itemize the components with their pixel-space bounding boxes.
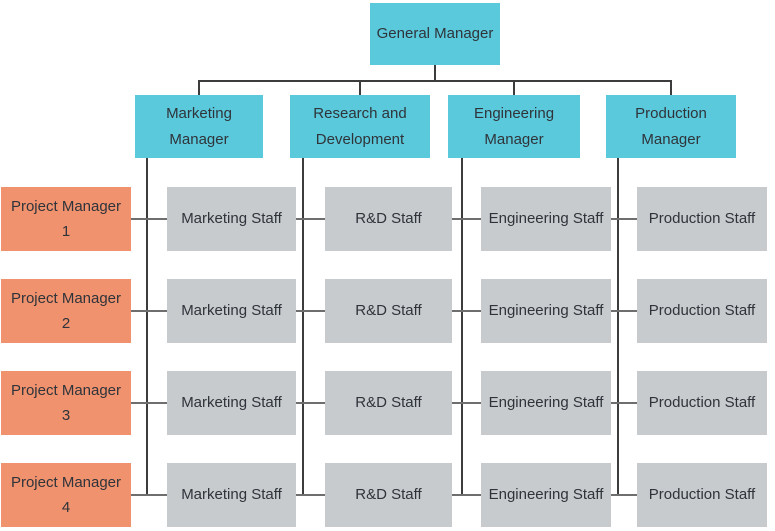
project-manager-label: Project Manager 3	[10, 381, 122, 425]
manager-label: Research and Development	[313, 105, 407, 148]
manager-box-marketing: Marketing Manager	[135, 95, 263, 158]
connector-column-engineering	[461, 158, 463, 496]
staff-label: Marketing Staff	[181, 210, 282, 228]
connector-column-rnd	[302, 158, 304, 496]
project-manager-label: Project Manager 4	[10, 473, 122, 517]
staff-label: Production Staff	[648, 210, 756, 228]
project-manager-label: Project Manager 2	[10, 289, 122, 333]
staff-box-2-marketing: Marketing Staff	[167, 279, 296, 343]
staff-label: R&D Staff	[355, 210, 422, 228]
project-manager-label: Project Manager 1	[10, 197, 122, 241]
staff-box-4-engineering: Engineering Staff	[481, 463, 611, 527]
staff-label: Marketing Staff	[181, 486, 282, 504]
staff-box-3-production: Production Staff	[637, 371, 767, 435]
connector-column-marketing	[146, 158, 148, 496]
staff-box-3-engineering: Engineering Staff	[481, 371, 611, 435]
staff-box-1-rnd: R&D Staff	[325, 187, 452, 251]
project-manager-box-3: Project Manager 3	[1, 371, 131, 435]
staff-label: R&D Staff	[355, 486, 422, 504]
staff-label: Engineering Staff	[488, 210, 604, 228]
staff-box-4-rnd: R&D Staff	[325, 463, 452, 527]
staff-label: R&D Staff	[355, 394, 422, 412]
staff-label: Marketing Staff	[181, 394, 282, 412]
staff-label: Production Staff	[648, 394, 756, 412]
staff-box-4-production: Production Staff	[637, 463, 767, 527]
staff-label: Engineering Staff	[488, 486, 604, 504]
staff-box-2-rnd: R&D Staff	[325, 279, 452, 343]
manager-label: Production Manager	[635, 105, 707, 148]
manager-box-rnd: Research and Development	[290, 95, 430, 158]
staff-box-2-production: Production Staff	[637, 279, 767, 343]
staff-box-1-marketing: Marketing Staff	[167, 187, 296, 251]
staff-box-3-rnd: R&D Staff	[325, 371, 452, 435]
project-manager-box-4: Project Manager 4	[1, 463, 131, 527]
staff-box-4-marketing: Marketing Staff	[167, 463, 296, 527]
connector-drop-rnd-manager	[359, 80, 361, 95]
connector-column-production	[617, 158, 619, 496]
staff-label: Engineering Staff	[488, 302, 604, 320]
staff-label: Engineering Staff	[488, 394, 604, 412]
staff-label: Marketing Staff	[181, 302, 282, 320]
staff-box-2-engineering: Engineering Staff	[481, 279, 611, 343]
general-manager-label: General Manager	[376, 25, 494, 43]
manager-label: Engineering Manager	[473, 105, 555, 148]
connector-drop-engineering-manager	[513, 80, 515, 95]
project-manager-box-2: Project Manager 2	[1, 279, 131, 343]
connector-general-manager-drop	[434, 65, 436, 81]
staff-box-1-production: Production Staff	[637, 187, 767, 251]
manager-box-production: Production Manager	[606, 95, 736, 158]
staff-box-3-marketing: Marketing Staff	[167, 371, 296, 435]
connector-drop-marketing-manager	[198, 80, 200, 95]
staff-box-1-engineering: Engineering Staff	[481, 187, 611, 251]
manager-label: Marketing Manager	[166, 105, 232, 148]
general-manager-box: General Manager	[370, 3, 500, 65]
staff-label: Production Staff	[648, 302, 756, 320]
connector-distribution-line	[198, 80, 671, 82]
manager-box-engineering: Engineering Manager	[448, 95, 580, 158]
staff-label: Production Staff	[648, 486, 756, 504]
staff-label: R&D Staff	[355, 302, 422, 320]
connector-drop-production-manager	[670, 80, 672, 95]
project-manager-box-1: Project Manager 1	[1, 187, 131, 251]
